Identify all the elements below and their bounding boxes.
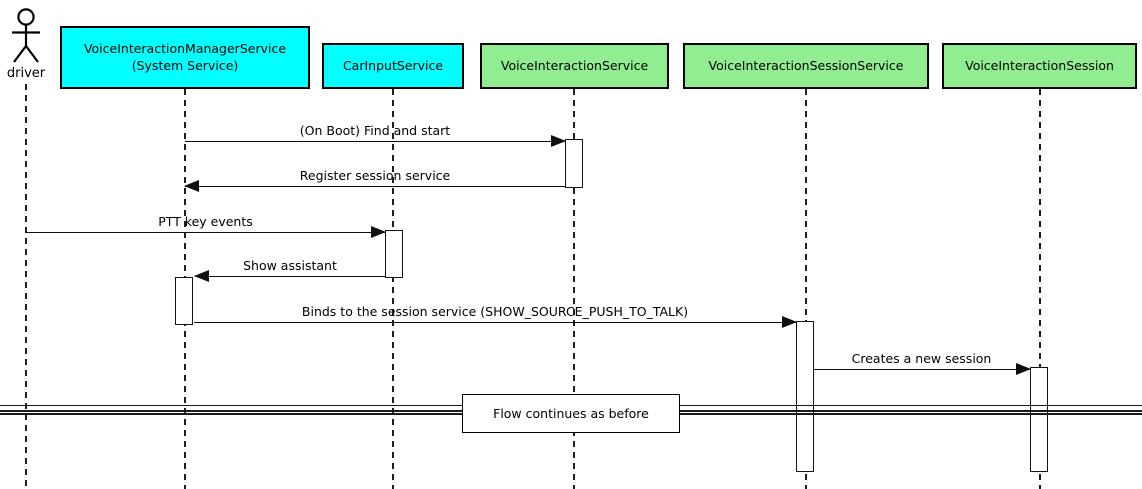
message-binds-to-session-service: Binds to the session service (SHOW_SOURC… — [194, 301, 797, 329]
participant-label: VoiceInteractionSessionService — [708, 57, 904, 73]
activation-carinputservice — [385, 230, 403, 278]
message-on-boot-find-and-start: (On Boot) Find and start — [185, 120, 566, 148]
participant-voiceinteractionsessionservice: VoiceInteractionSessionService — [683, 43, 929, 89]
message-label: Binds to the session service (SHOW_SOURC… — [301, 304, 689, 319]
participant-label: VoiceInteractionManagerService — [83, 40, 287, 56]
lifeline-carinputservice — [392, 89, 394, 489]
activation-voiceinteractionservice — [565, 139, 583, 188]
activation-voiceinteractionsession — [1030, 367, 1048, 472]
message-label: Creates a new session — [851, 351, 992, 366]
message-register-session-service: Register session service — [184, 165, 565, 193]
lifeline-voiceinteractionsessionservice — [805, 89, 807, 489]
message-label: Register session service — [299, 168, 451, 183]
arrowhead-left-icon — [194, 270, 209, 283]
message-line — [185, 141, 565, 142]
divider-label-box: Flow continues as before — [462, 394, 680, 433]
arrowhead-right-icon — [371, 226, 386, 239]
divider-label: Flow continues as before — [493, 406, 649, 421]
arrowhead-right-icon — [1016, 363, 1031, 376]
actor-stick-figure-icon — [12, 8, 40, 63]
message-ptt-key-events: PTT key events — [26, 211, 386, 239]
arrowhead-left-icon — [184, 180, 199, 193]
message-line — [813, 369, 1030, 370]
lifeline-voiceinteractionsession — [1039, 89, 1041, 489]
participant-label: CarInputService — [342, 57, 444, 73]
message-label: PTT key events — [158, 214, 253, 229]
arrowhead-right-icon — [782, 316, 797, 329]
message-show-assistant: Show assistant — [194, 255, 385, 283]
message-line — [194, 322, 796, 323]
lifeline-driver — [25, 84, 27, 489]
participant-voiceinteractionmanagerservice: VoiceInteractionManagerService (System S… — [60, 26, 310, 89]
message-label: (On Boot) Find and start — [299, 123, 451, 138]
participant-carinputservice: CarInputService — [322, 43, 464, 89]
participant-label: VoiceInteractionService — [500, 57, 649, 73]
message-creates-a-new-session: Creates a new session — [813, 348, 1031, 376]
participant-voiceinteractionservice: VoiceInteractionService — [480, 43, 669, 89]
message-line — [26, 232, 385, 233]
message-line — [185, 186, 565, 187]
participant-voiceinteractionsession: VoiceInteractionSession — [942, 43, 1137, 89]
lifeline-voiceinteractionservice — [573, 89, 575, 489]
message-label: Show assistant — [243, 258, 337, 273]
arrowhead-right-icon — [551, 135, 566, 148]
actor-label: driver — [6, 66, 46, 81]
activation-voiceinteractionsessionservice — [796, 321, 814, 472]
participant-label: VoiceInteractionSession — [965, 57, 1114, 73]
participant-sublabel: (System Service) — [131, 57, 239, 73]
message-line — [195, 276, 385, 277]
activation-voiceinteractionmanagerservice — [175, 277, 193, 325]
